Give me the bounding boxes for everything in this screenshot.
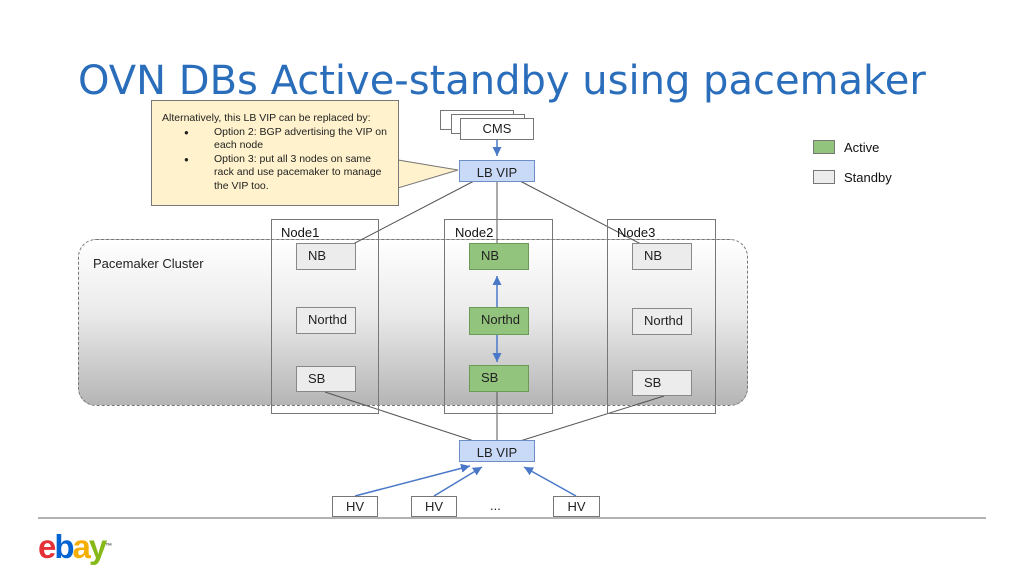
node3-sb: SB bbox=[632, 370, 692, 396]
node2-nb: NB bbox=[469, 243, 529, 270]
hv2-arrow bbox=[433, 466, 483, 497]
node2-label: Node2 bbox=[455, 225, 494, 240]
node3-sb-to-lbvip-line bbox=[519, 395, 665, 442]
node3-nb: NB bbox=[632, 243, 692, 270]
node1-northd: Northd bbox=[296, 307, 356, 334]
hv-box: HV bbox=[553, 496, 600, 517]
hv-box: HV bbox=[411, 496, 457, 517]
node1-nb: NB bbox=[296, 243, 356, 270]
legend-active-swatch bbox=[813, 140, 835, 154]
node2-container bbox=[444, 219, 553, 414]
legend-standby-swatch bbox=[813, 170, 835, 184]
callout-heading: Alternatively, this LB VIP can be replac… bbox=[162, 112, 371, 124]
lb-vip-bottom: LB VIP bbox=[459, 440, 535, 462]
callout-pointer bbox=[397, 159, 459, 189]
callout-option: Option 2: BGP advertising the VIP on eac… bbox=[162, 126, 390, 153]
cms-box: CMS bbox=[460, 118, 534, 140]
node3-northd: Northd bbox=[632, 308, 692, 335]
ebay-logo: ebay™ bbox=[38, 528, 113, 565]
cluster-label: Pacemaker Cluster bbox=[93, 256, 204, 271]
callout-note: Alternatively, this LB VIP can be replac… bbox=[151, 100, 399, 206]
node1-sb: SB bbox=[296, 366, 356, 392]
callout-option: Option 3: put all 3 nodes on same rack a… bbox=[162, 153, 390, 194]
node2-sb: SB bbox=[469, 365, 529, 392]
legend-standby-label: Standby bbox=[844, 170, 892, 185]
hv3-arrow bbox=[523, 466, 577, 497]
node2-northd: Northd bbox=[469, 307, 529, 335]
node3-label: Node3 bbox=[617, 225, 656, 240]
node1-label: Node1 bbox=[281, 225, 320, 240]
page-title: OVN DBs Active-standby using pacemaker bbox=[78, 58, 926, 104]
node1-container bbox=[271, 219, 379, 414]
hv-ellipsis: ... bbox=[490, 498, 501, 513]
legend-active-label: Active bbox=[844, 140, 880, 155]
hv-box: HV bbox=[332, 496, 378, 517]
node3-container bbox=[607, 219, 716, 414]
hv1-arrow bbox=[354, 463, 471, 497]
lb-vip-top: LB VIP bbox=[459, 160, 535, 182]
node1-sb-to-lbvip-line bbox=[324, 391, 475, 442]
